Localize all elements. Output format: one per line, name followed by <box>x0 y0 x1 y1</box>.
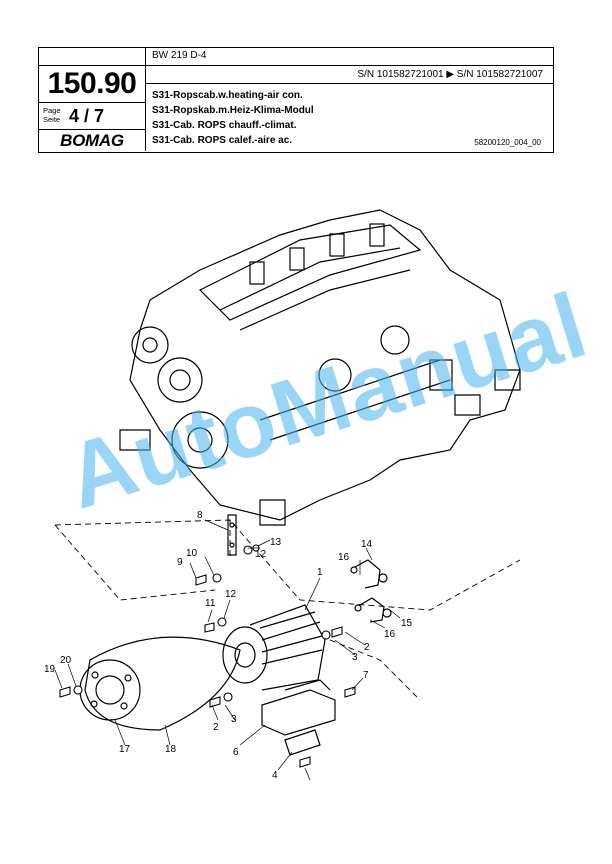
callout-7: 7 <box>363 670 369 681</box>
page-number: 4 / 7 <box>69 106 105 126</box>
callout-16b: 16 <box>384 629 396 640</box>
title-de: S31-Ropskab.m.Heiz-Klima-Modul <box>152 105 314 116</box>
brand-logo: BOMAG <box>60 131 124 150</box>
compressor-clutch <box>222 626 268 684</box>
header-right-column: BW 219 D-4 S/N 101582721001 ▶ S/N 101582… <box>146 48 553 151</box>
callout-12b: 12 <box>225 589 237 600</box>
callout-20: 20 <box>60 655 72 666</box>
callout-16a: 16 <box>338 552 350 563</box>
callout-6: 6 <box>233 747 239 758</box>
pulley <box>79 659 141 721</box>
title-en: S31-Ropscab.w.heating-air con. <box>152 90 303 101</box>
header-left-column: 150.90 Page Seite 4 / 7 BOMAG <box>39 48 146 151</box>
header-block: 150.90 Page Seite 4 / 7 BOMAG BW 219 D-4… <box>38 47 554 153</box>
callout-3b: 3 <box>231 714 237 725</box>
serial-range: S/N 101582721001 ▶ S/N 101582721007 <box>357 69 543 80</box>
drawing-code: 58200120_004_00 <box>474 138 541 147</box>
part-number: 150.90 <box>47 67 137 100</box>
callout-13: 13 <box>270 537 282 548</box>
callout-4: 4 <box>272 770 278 780</box>
engine-block <box>129 209 521 521</box>
callout-8: 8 <box>197 510 203 521</box>
callout-14: 14 <box>361 539 373 550</box>
callout-15: 15 <box>401 618 413 629</box>
callout-19: 19 <box>44 664 56 675</box>
title-fr: S31-Cab. ROPS chauff.-climat. <box>152 120 297 131</box>
callout-3a: 3 <box>352 652 358 663</box>
callout-9: 9 <box>177 557 183 568</box>
exploded-parts-drawing: 1 16 14 15 16 2 3 7 2 3 6 4 5 8 12 13 9 … <box>44 209 521 780</box>
compressor-body <box>249 604 326 691</box>
page-label: Page Seite <box>43 106 61 124</box>
callout-11: 11 <box>205 598 216 609</box>
title-es: S31-Cab. ROPS calef.-aire ac. <box>152 135 293 146</box>
callout-17: 17 <box>119 744 131 755</box>
callout-2b: 2 <box>213 722 219 733</box>
callout-10: 10 <box>186 548 198 559</box>
callout-18: 18 <box>165 744 177 755</box>
model-name: BW 219 D-4 <box>152 50 207 61</box>
callout-12a: 12 <box>255 549 267 560</box>
section-titles: S31-Ropscab.w.heating-air con. S31-Ropsk… <box>152 88 314 148</box>
callout-2a: 2 <box>364 642 370 653</box>
callout-1: 1 <box>317 567 323 578</box>
